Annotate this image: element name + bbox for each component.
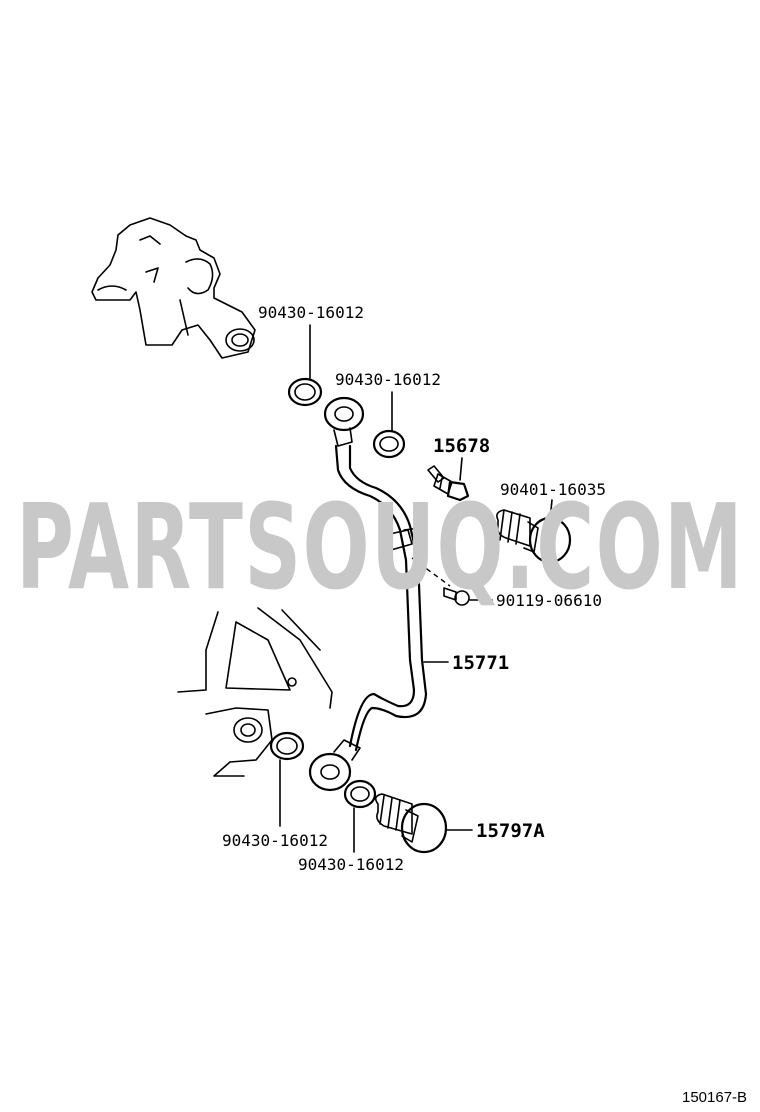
clamp-bolt[interactable]: [443, 587, 470, 606]
label-gasket-bottom-right: 90430-16012: [298, 855, 404, 874]
gasket-top-left[interactable]: [287, 377, 323, 407]
label-clamp-bolt: 90119-06610: [496, 591, 602, 610]
union-bolt-top[interactable]: [496, 509, 572, 564]
label-gasket-top-left: 90430-16012: [258, 303, 364, 322]
label-pipe: 15771: [452, 652, 509, 674]
gasket-bottom-right[interactable]: [343, 779, 377, 809]
gasket-bottom-left[interactable]: [269, 731, 305, 761]
label-union-bolt-bottom: 15797A: [476, 820, 545, 842]
watermark-text: PARTSOUQ.COM: [16, 478, 744, 616]
label-union-bolt-top: 90401-16035: [500, 480, 606, 499]
oil-pipe[interactable]: [308, 396, 428, 792]
oil-pressure-switch[interactable]: [427, 465, 470, 502]
engine-housing-top: [91, 217, 256, 359]
union-bolt-bottom[interactable]: [374, 793, 448, 854]
label-switch: 15678: [433, 435, 490, 457]
engine-housing-bottom: [177, 607, 333, 777]
diagram-code: 150167-B: [682, 1089, 747, 1106]
label-gasket-top-right: 90430-16012: [335, 370, 441, 389]
label-gasket-bottom-left: 90430-16012: [222, 831, 328, 850]
gasket-top-right[interactable]: [372, 429, 406, 459]
